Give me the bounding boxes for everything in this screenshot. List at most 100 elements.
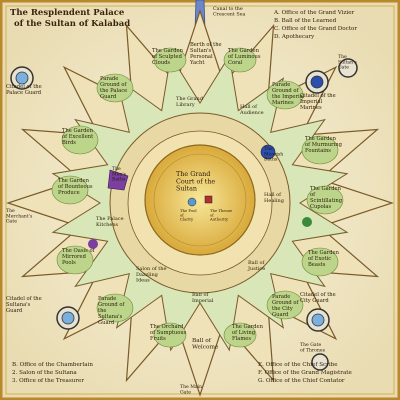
place-label-line: Parade	[272, 294, 290, 300]
garden-patch-13	[223, 322, 257, 348]
place-label-line: of Exotic	[308, 256, 331, 262]
place-label-line: Gate	[338, 65, 349, 71]
place-label-line: Guard	[100, 94, 117, 100]
place-label-line: Ground of	[272, 88, 300, 94]
legend-br-f: F. Office of the Grand Magistrate	[258, 370, 353, 376]
place-label-line: Berth of the	[190, 42, 222, 48]
garden-patch-2	[96, 73, 134, 103]
place-label-line: the City	[272, 306, 293, 312]
garden-patch-5	[301, 135, 339, 165]
place-label-line: The Garden	[305, 136, 337, 142]
place-label-line: The Garden	[58, 178, 90, 184]
place-label-line: The Garden	[310, 186, 342, 192]
place-label-line: Produce	[58, 190, 80, 196]
legend-bl-2: 2. Salon of the Sultana	[12, 370, 77, 376]
place-label-line: of Murmuring	[305, 142, 343, 148]
place-label-line: Welcome	[192, 345, 219, 351]
garden-patch-3	[266, 80, 304, 110]
place-label-line: Salon of the	[136, 266, 167, 272]
place-label-line: Imperial	[300, 99, 323, 105]
place-label-line: Parade	[100, 76, 118, 82]
legend-top: A. Office of the Grand Vizier B. Ball of…	[273, 10, 357, 40]
place-label-line: Parade	[98, 296, 116, 302]
place-label-line: of Living	[232, 330, 256, 336]
garden-patch-10	[96, 293, 134, 323]
place-label-line: Ball of	[192, 292, 209, 298]
place-label-line: Yacht	[189, 60, 205, 66]
garden-patch-1	[223, 47, 257, 73]
place-label-line: The	[338, 54, 347, 60]
place-label-line: The Garden	[232, 324, 264, 330]
place-label-line: Scintillating	[310, 198, 343, 204]
place-label-line: The Garden	[308, 250, 340, 256]
legend-bl-3: 3. Office of the Treasurer	[12, 378, 84, 384]
legend-br-g: G. Office of the Chief Contator	[258, 378, 345, 384]
legend-bl-1: B. Office of the Chamberlain	[12, 362, 93, 368]
purple-chamber	[107, 169, 129, 191]
place-label-line: Library	[176, 102, 195, 108]
place-label-line: The Grand	[176, 96, 204, 102]
place-label-line: The Grand	[176, 170, 210, 178]
place-label-line: of	[210, 212, 214, 217]
place-label-line: City Guard	[300, 298, 329, 304]
place-label-line: Sultana's	[98, 314, 123, 320]
map-title-line-1: The Resplendent Palace	[10, 8, 125, 18]
place-label-line: Citadel of the	[300, 93, 336, 99]
place-label-line: Canal to the	[213, 6, 243, 12]
place-label-line: of Sumptuous	[150, 330, 187, 336]
place-label-line: Palace Guard	[6, 90, 42, 96]
place-label-line: Ground of	[98, 302, 126, 308]
place-label-line: Birds	[62, 140, 76, 146]
legend-br-e: E. Office of the Chief Scribe	[258, 362, 338, 368]
sultans-gate-tower	[338, 58, 358, 78]
legend-top-c: C. Office of the Grand Doctor	[274, 26, 357, 32]
place-label-line: Merchant's	[6, 213, 33, 219]
place-label-line: Guard	[6, 308, 23, 314]
kitchen-spot	[88, 239, 98, 249]
place-label-line: Ball of	[248, 260, 265, 266]
place-label-line: Marines	[272, 100, 294, 106]
place-label-line: Clarity	[180, 217, 194, 222]
place-label-line: Healing	[264, 198, 285, 204]
legend-top-b: B. Ball of the Learned	[274, 18, 337, 24]
place-label-line: Dazzling	[136, 272, 159, 278]
place-label-line: Justice	[247, 266, 265, 272]
place-label-line: Ball of	[192, 338, 212, 344]
place-label-line: Crescent Sea	[213, 12, 245, 18]
place-label-line: Guard	[98, 320, 115, 326]
grand-court-inner-ring	[153, 153, 247, 247]
place-label-line: The	[6, 208, 15, 214]
place-label-line: Imperial	[192, 298, 214, 304]
garden-patch-7	[306, 185, 344, 215]
place-label-line: Fountains	[305, 148, 331, 154]
place-label-line: Coral	[228, 60, 243, 66]
place-label-line: of Excellent	[62, 134, 94, 140]
place-label-line: Gate	[180, 389, 191, 395]
place-label-line: Personal	[190, 54, 213, 60]
place-label-line: of	[180, 212, 184, 217]
gardens-group	[51, 47, 344, 348]
garden-patch-12	[153, 322, 187, 348]
place-label-line: The Gate	[300, 342, 321, 348]
place-label-line: Pools	[62, 260, 76, 266]
